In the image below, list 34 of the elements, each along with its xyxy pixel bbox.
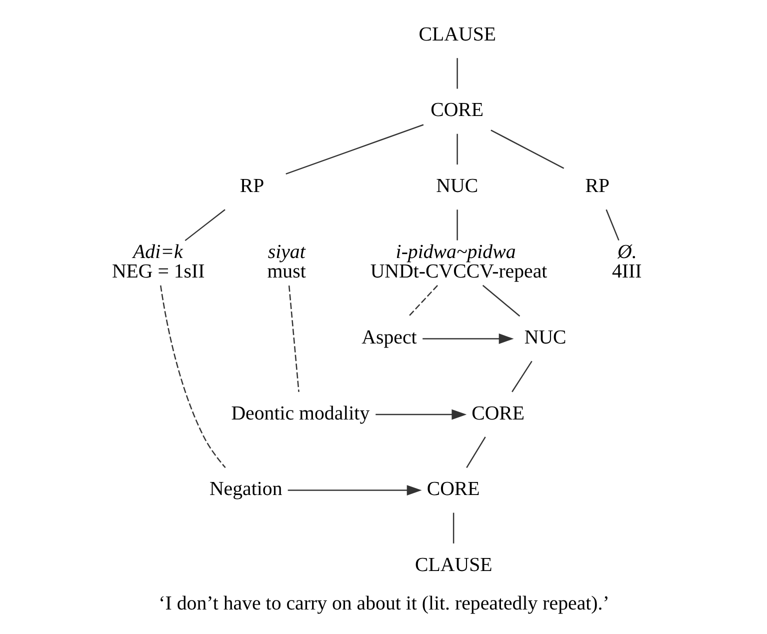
node-text: NUC: [524, 326, 566, 348]
node-text: Aspect: [361, 326, 416, 348]
connector: [285, 124, 424, 175]
node-text: i-pidwa~pidwa UNDt-CVCCV-repeat: [370, 240, 547, 283]
connector: [511, 360, 532, 392]
arrow: [375, 409, 466, 420]
connector: [160, 285, 226, 468]
node-text: CORE: [471, 402, 524, 424]
node-text: Adi=k NEG = 1sII: [111, 240, 204, 283]
connector: [408, 284, 438, 317]
node-text: NUC: [436, 174, 478, 197]
node-text: CLAUSE: [414, 554, 492, 576]
node-text: CORE: [426, 478, 480, 500]
connector: [605, 209, 619, 241]
caption: ‘I don’t have to carry on about it (lit. repeatedly repeat).’: [158, 592, 609, 614]
connector: [490, 130, 564, 169]
node-text: RP: [584, 174, 610, 197]
connector: [288, 286, 299, 392]
connector: [184, 209, 225, 242]
connector: [456, 134, 458, 165]
arrow: [287, 485, 422, 496]
node-text: CLAUSE: [418, 23, 496, 46]
node-text: Deontic modality: [230, 402, 370, 424]
connector: [456, 210, 458, 240]
node-text: siyat must: [266, 240, 306, 283]
connector: [466, 436, 486, 468]
node-text: RP: [239, 174, 264, 197]
arrow: [422, 334, 514, 344]
connector: [482, 284, 520, 317]
connector: [452, 512, 454, 544]
node-text: Ø. 4III: [611, 240, 642, 283]
connector: [456, 58, 458, 89]
node-text: Negation: [208, 478, 282, 500]
node-text: CORE: [430, 99, 484, 122]
